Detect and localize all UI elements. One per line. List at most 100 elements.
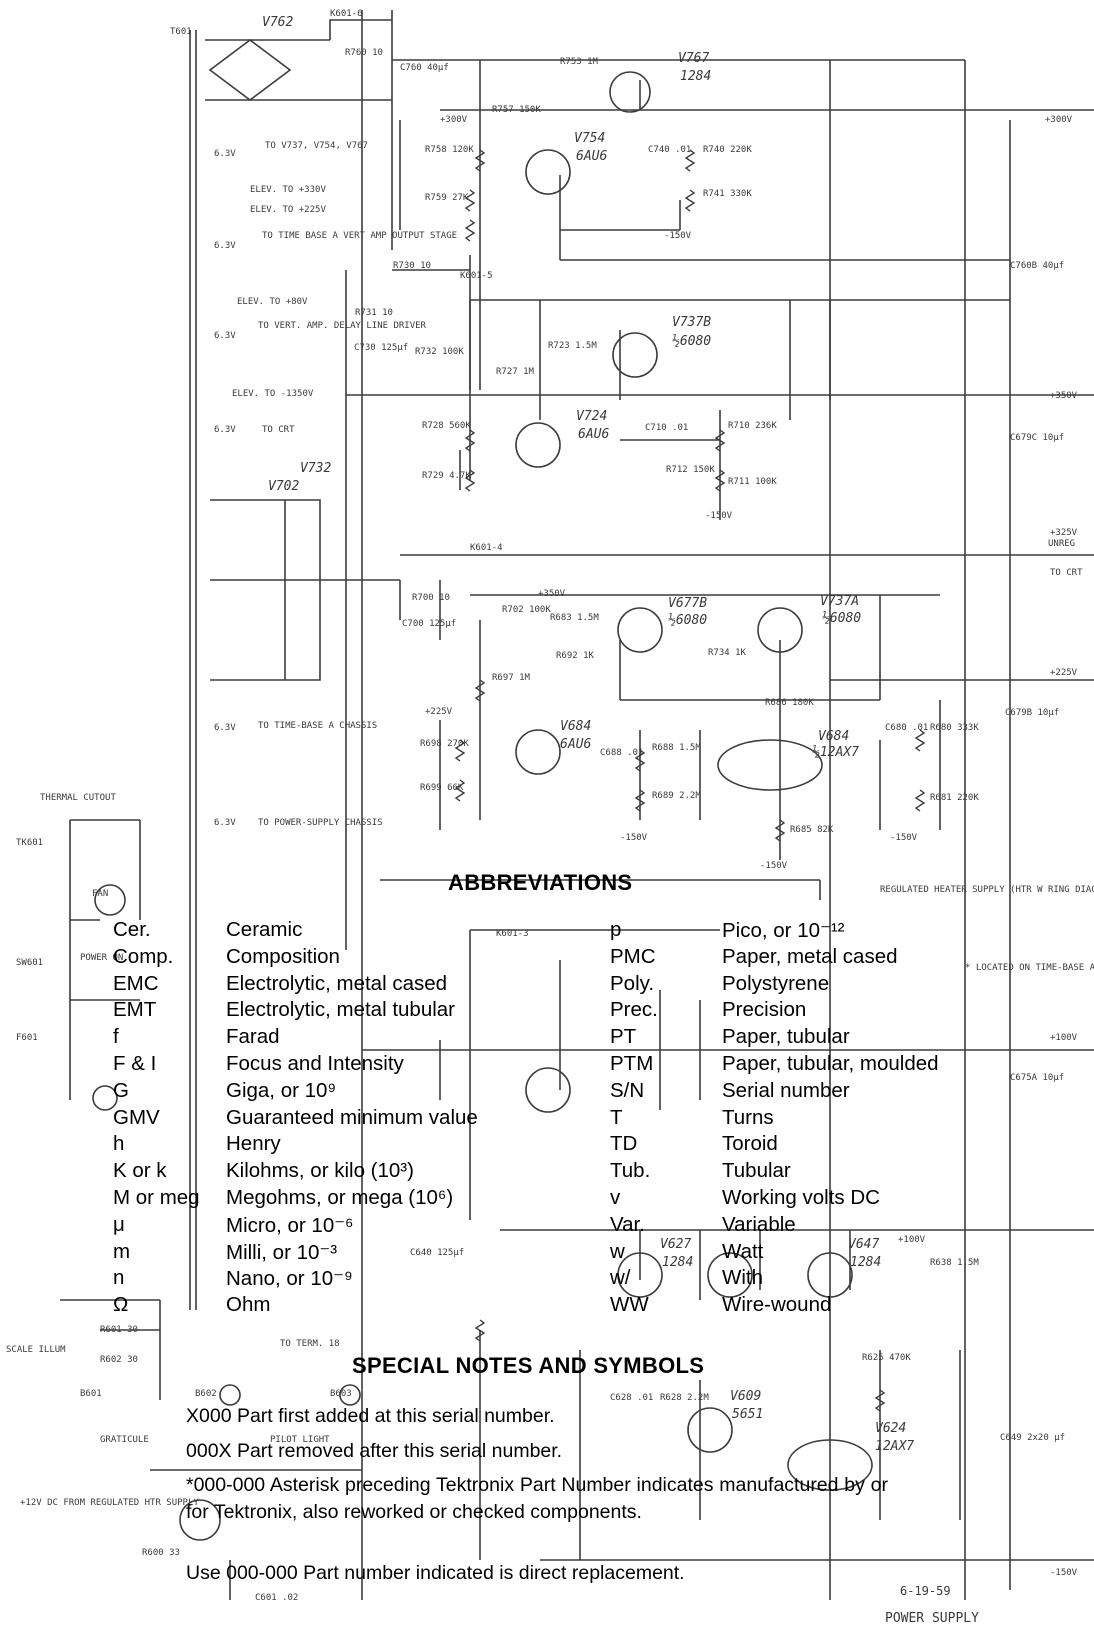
label-r689: R689 2.2M [652,791,701,801]
abbreviation-term: w/ [610,1266,631,1290]
label-c740: C740 .01 [648,145,691,155]
tube-v627-type: 1284 [662,1255,693,1270]
abbreviation-meaning: Wire-wound [722,1293,832,1317]
abbreviation-meaning: Nano, or 10⁻⁹ [226,1267,353,1291]
abbreviation-term: Comp. [113,944,174,968]
label-thermal: THERMAL CUTOUT [40,793,116,803]
label-m150-6: -150V [1050,1568,1078,1578]
label-r728: R728 560K [422,421,471,431]
label-b603: B603 [330,1389,352,1399]
label-to-vert: TO VERT. AMP. DELAY LINE DRIVER [258,321,427,331]
label-unreg: UNREG [1048,539,1075,549]
abbreviation-term: G [113,1078,129,1102]
abbreviation-term: TD [610,1132,638,1156]
abbreviation-meaning: Composition [226,944,340,968]
label-b602: B602 [195,1389,217,1399]
schematic-text: T601 K601-6 R760 10 C760 40μf R753 1M R7… [6,9,1094,1626]
abbreviation-term: m [113,1239,131,1263]
abbreviation-meaning: Milli, or 10⁻³ [226,1240,338,1264]
abbreviation-meaning: Pico, or 10⁻¹² [722,919,845,942]
label-reg-heater: REGULATED HEATER SUPPLY (HTR W RING DIAG… [880,885,1094,895]
label-c679c: C679C 10μf [1010,433,1064,443]
abbreviation-meaning: Paper, metal cased [722,944,898,968]
label-r757: R757 150K [492,105,541,115]
label-6v3-2: 6.3V [214,241,236,251]
abbreviation-meaning: Toroid [722,1132,778,1156]
label-r711: R711 100K [728,477,777,487]
note-item: X000 Part first added at this serial num… [186,1405,555,1427]
abbreviations-title: ABBREVIATIONS [448,870,633,895]
abbreviation-term: WW [610,1293,649,1317]
label-b300v: +300V [1045,115,1073,125]
label-to-v737: TO V737, V754, V767 [265,141,368,151]
abbreviation-meaning: Precision [722,998,807,1022]
abbreviation-meaning: Working volts DC [722,1186,880,1209]
label-to-ps-chassis: TO POWER-SUPPLY CHASSIS [258,818,383,828]
label-scale-illum: SCALE ILLUM [6,1345,66,1355]
tube-v737b-type: ½6080 [672,334,711,349]
abbreviation-term: f [113,1025,119,1049]
label-r638: R638 1.5M [930,1258,979,1268]
abbreviation-meaning: Farad [226,1025,280,1049]
label-r692: R692 1K [556,651,595,661]
label-c680: C680 .01 [885,723,928,733]
label-sw601: SW601 [16,958,43,968]
wiring [60,10,1094,1600]
abbreviation-term: w [610,1239,625,1263]
tube-v762: V762 [262,15,293,30]
tube-v724-type: 6AU6 [578,427,609,442]
tube-v609: V609 [730,1389,761,1404]
abbreviation-term: Ω [113,1293,129,1317]
label-r758: R758 120K [425,145,474,155]
tube-v767: V767 [678,51,709,66]
label-m150-1: -150V [664,231,692,241]
label-r729: R729 4.7K [422,471,471,481]
label-c679b: C679B 10μf [1005,708,1059,718]
label-r680: R680 333K [930,723,979,733]
abbreviation-term: K or k [113,1159,167,1183]
label-r741: R741 330K [703,189,752,199]
label-r702: R702 100K [502,605,551,615]
label-r625: R625 470K [862,1353,911,1363]
abbreviation-meaning: Megohms, or mega (10⁶) [226,1186,454,1209]
note-item: 000X Part removed after this serial numb… [186,1440,563,1462]
label-6v3-6: 6.3V [214,818,236,828]
label-b225-2: +225V [425,707,453,717]
abbreviation-meaning: Ohm [226,1293,271,1317]
label-r730: R730 10 [393,261,431,271]
label-r700: R700 10 [412,593,450,603]
label-t601: T601 [170,27,192,37]
label-m150-2: -150V [705,511,733,521]
label-6v3-4: 6.3V [214,425,236,435]
label-k601-6: K601-6 [330,9,363,19]
tube-v684-top: V684 [560,719,591,734]
label-c760: C760 40μf [400,63,449,73]
abbreviation-meaning: Paper, tubular [722,1025,850,1049]
abbreviation-meaning: Watt [722,1239,764,1263]
abbreviation-term: PMC [610,944,656,968]
abbreviation-meaning: Variable [722,1212,796,1236]
label-r710: R710 236K [728,421,777,431]
label-heater-12v: +12V DC FROM REGULATED HTR SUPPLY [20,1498,199,1508]
label-power-on: POWER ON [80,953,123,963]
abbreviation-term: PT [610,1025,637,1049]
label-located: * LOCATED ON TIME-BASE A CHASSIS [965,963,1094,973]
label-b350v: +350V [1050,391,1078,401]
tube-v609-type: 5651 [732,1407,763,1422]
abbreviation-term: Var. [610,1212,645,1236]
label-elev-1350: ELEV. TO -1350V [232,389,314,399]
tube-v767-type: 1284 [680,69,711,84]
label-f601: F601 [16,1033,38,1043]
tube-v624: V624 [875,1421,906,1436]
label-b350-2: +350V [538,589,566,599]
label-6v3-1: 6.3V [214,149,236,159]
label-title: POWER SUPPLY [885,1611,979,1626]
label-to-term-18: TO TERM. 18 [280,1339,340,1349]
label-c730: C730 125μf [354,343,408,353]
label-to-crt: TO CRT [1050,568,1083,578]
abbreviation-meaning: Focus and Intensity [226,1052,404,1075]
label-to-tba-chassis: TO TIME-BASE A CHASSIS [258,721,377,731]
tube-v684-top-type: 6AU6 [560,737,591,752]
label-m150-4: -150V [890,833,918,843]
